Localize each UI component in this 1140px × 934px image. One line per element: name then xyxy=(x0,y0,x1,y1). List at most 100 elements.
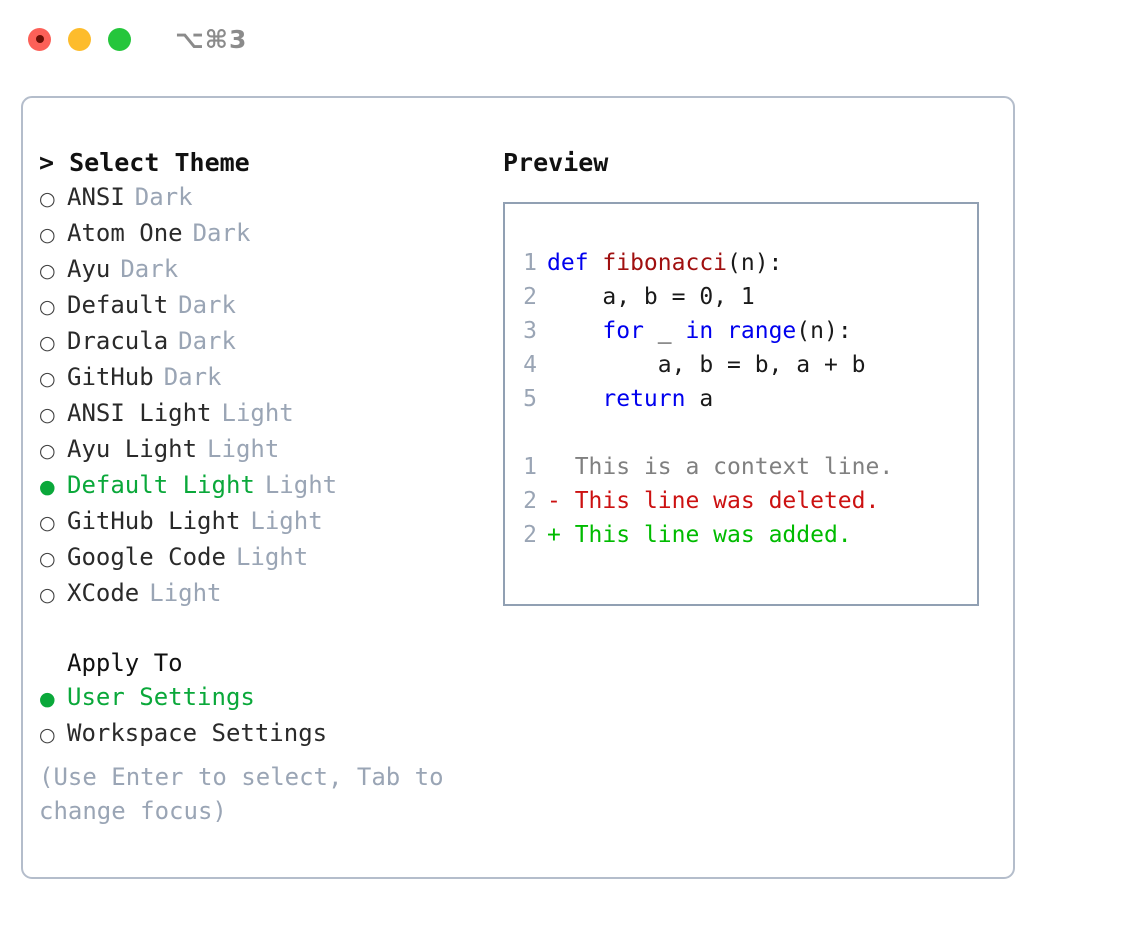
radio-selected-icon: ● xyxy=(39,476,56,498)
theme-variant-badge: Dark xyxy=(192,219,251,247)
theme-variant-badge: Dark xyxy=(178,327,236,355)
code-line-number: 2 xyxy=(523,284,537,310)
radio-unselected-icon: ○ xyxy=(39,188,56,210)
code-line-text: return a xyxy=(547,382,713,416)
apply-to-header: Apply To xyxy=(67,649,183,677)
code-line-text: def fibonacci(n): xyxy=(547,246,782,280)
apply-to-option-workspace-settings[interactable]: ○ Workspace Settings xyxy=(39,716,499,752)
radio-unselected-icon: ○ xyxy=(39,548,56,570)
radio-unselected-icon: ○ xyxy=(39,724,56,746)
theme-variant-badge: Dark xyxy=(134,183,193,211)
code-line-number: 1 xyxy=(523,250,537,276)
theme-option-label: Default Light xyxy=(67,471,255,499)
code-line: 2 a, b = 0, 1 xyxy=(505,280,977,314)
theme-option-atom-one[interactable]: ○ Atom One Dark xyxy=(39,216,499,252)
code-line-number: 3 xyxy=(523,318,537,344)
theme-option-github[interactable]: ○ GitHub Dark xyxy=(39,360,499,396)
preview-header: Preview xyxy=(503,148,609,177)
theme-option-ansi-light[interactable]: ○ ANSI Light Light xyxy=(39,396,499,432)
code-line-number: 4 xyxy=(523,352,537,378)
close-window-button[interactable] xyxy=(28,27,51,51)
apply-to-option-label: Workspace Settings xyxy=(67,719,328,747)
theme-variant-badge: Light xyxy=(207,435,280,463)
radio-selected-icon: ● xyxy=(39,688,56,710)
code-token: (n): xyxy=(796,318,852,344)
radio-unselected-icon: ○ xyxy=(39,332,56,354)
code-token: a, b = b, a + b xyxy=(547,352,866,378)
apply-to-option-list[interactable]: ● User Settings ○ Workspace Settings xyxy=(39,680,499,752)
code-token: a, b = 0, 1 xyxy=(547,284,755,310)
code-line: 5 return a xyxy=(505,382,977,416)
keyboard-hint-text: (Use Enter to select, Tab to change focu… xyxy=(39,763,459,825)
apply-to-option-user-settings[interactable]: ● User Settings xyxy=(39,680,499,716)
theme-variant-badge: Light xyxy=(264,471,338,499)
radio-unselected-icon: ○ xyxy=(39,296,56,318)
diff-line: 1 This is a context line. xyxy=(505,450,977,484)
theme-variant-badge: Light xyxy=(149,579,222,607)
code-token xyxy=(713,318,727,344)
code-token: _ xyxy=(643,318,686,344)
code-token: return xyxy=(602,386,686,412)
code-token: for xyxy=(602,318,644,344)
theme-variant-badge: Light xyxy=(221,399,294,427)
theme-option-ansi[interactable]: ○ ANSI Dark xyxy=(39,180,499,216)
radio-unselected-icon: ○ xyxy=(39,512,56,534)
theme-option-github-light[interactable]: ○ GitHub Light Light xyxy=(39,504,499,540)
code-line-text: a, b = b, a + b xyxy=(547,348,866,382)
theme-variant-badge: Dark xyxy=(178,291,236,319)
theme-option-label: ANSI xyxy=(67,183,125,211)
code-token: range xyxy=(727,318,797,344)
code-token xyxy=(547,386,602,412)
apply-to-option-label: User Settings xyxy=(67,683,255,711)
code-line-text: for _ in range(n): xyxy=(547,314,852,348)
theme-option-label: GitHub Light xyxy=(67,507,241,535)
code-line: 3 for _ in range(n): xyxy=(505,314,977,348)
theme-option-default-light[interactable]: ● Default Light Light xyxy=(39,468,499,504)
theme-variant-badge: Dark xyxy=(163,363,222,391)
code-token: (n): xyxy=(727,250,783,276)
radio-unselected-icon: ○ xyxy=(39,260,56,282)
diff-line-number: 2 xyxy=(523,522,537,548)
theme-option-label: XCode xyxy=(67,579,140,607)
diff-line: 2- This line was deleted. xyxy=(505,484,977,518)
diff-line: 2+ This line was added. xyxy=(505,518,977,552)
window-title: ⌥⌘3 xyxy=(175,24,248,54)
theme-option-label: Ayu Light xyxy=(67,435,198,463)
theme-option-label: GitHub xyxy=(67,363,154,391)
select-theme-header: > Select Theme xyxy=(39,148,250,177)
diff-sample: 1 This is a context line.2- This line wa… xyxy=(505,450,977,552)
maximize-window-button[interactable] xyxy=(108,27,131,51)
window-controls xyxy=(28,27,131,51)
theme-option-label: ANSI Light xyxy=(67,399,212,427)
diff-sign: - xyxy=(547,488,575,514)
code-token: a xyxy=(685,386,714,412)
code-line: 1 def fibonacci(n): xyxy=(505,246,977,280)
radio-unselected-icon: ○ xyxy=(39,404,56,426)
radio-unselected-icon: ○ xyxy=(39,368,56,390)
radio-unselected-icon: ○ xyxy=(39,224,56,246)
code-line-number: 5 xyxy=(523,386,537,412)
code-token: fibonacci xyxy=(602,250,728,276)
theme-variant-badge: Dark xyxy=(120,255,179,283)
code-diff-separator xyxy=(505,416,977,450)
diff-sign xyxy=(547,450,575,484)
code-token: in xyxy=(685,318,714,344)
theme-option-label: Atom One xyxy=(67,219,183,247)
list-spacer xyxy=(39,612,499,646)
code-line-text: a, b = 0, 1 xyxy=(547,280,755,314)
code-token: def xyxy=(547,250,603,276)
theme-option-label: Google Code xyxy=(67,543,226,571)
theme-variant-badge: Light xyxy=(250,507,323,535)
minimize-window-button[interactable] xyxy=(68,27,91,51)
